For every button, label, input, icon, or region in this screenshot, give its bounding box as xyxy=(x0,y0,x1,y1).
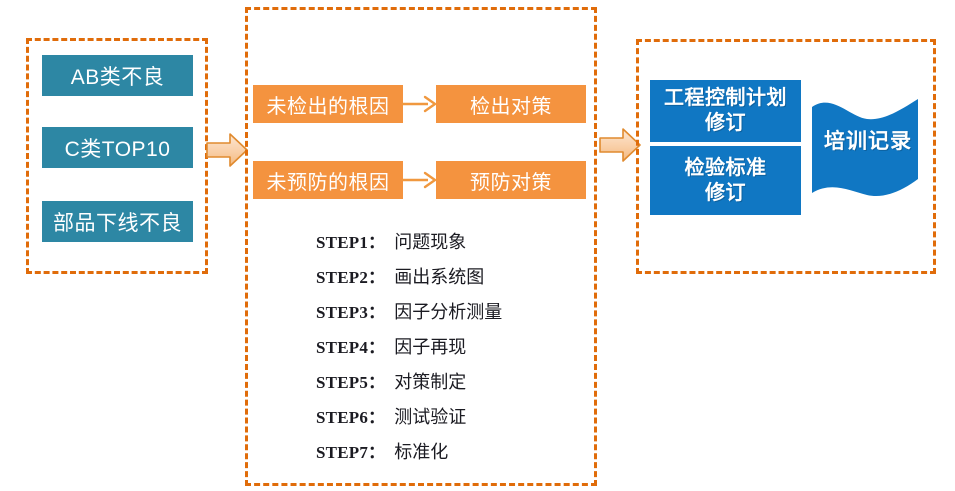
arrow-cause-to-detection-action xyxy=(401,93,437,115)
analysis-panel xyxy=(245,7,597,486)
step-value: 标准化 xyxy=(394,442,449,462)
step-value: 因子再现 xyxy=(394,337,467,357)
outputs-panel xyxy=(636,39,936,274)
step-key: STEP4： xyxy=(316,338,386,357)
step-item: STEP2： 画出系统图 xyxy=(316,263,576,298)
flag-banner-icon[interactable] xyxy=(810,97,920,203)
step-item: STEP5： 对策制定 xyxy=(316,368,576,403)
output-line-1: 检验标准 xyxy=(684,156,767,179)
step-item: STEP6： 测试验证 xyxy=(316,403,576,438)
input-box-ab-defect[interactable]: AB类不良 xyxy=(42,55,193,96)
step-key: STEP7： xyxy=(316,443,386,462)
output-line-2: 修订 xyxy=(705,112,746,134)
connector-arrow-analysis-to-outputs xyxy=(599,127,641,163)
step-item: STEP4： 因子再现 xyxy=(316,333,576,368)
input-box-c-top10[interactable]: C类TOP10 xyxy=(42,127,193,168)
step-list: STEP1： 问题现象 STEP2： 画出系统图 STEP3： 因子分析测量 S… xyxy=(316,228,576,473)
step-key: STEP2： xyxy=(316,268,386,287)
analysis-box-detection-countermeasure[interactable]: 检出对策 xyxy=(436,85,586,123)
step-key: STEP3： xyxy=(316,303,386,322)
step-value: 因子分析测量 xyxy=(394,302,503,322)
output-line-2: 修订 xyxy=(705,181,746,204)
step-value: 问题现象 xyxy=(394,232,467,252)
arrow-cause-to-prevention-action xyxy=(401,169,437,191)
step-value: 对策制定 xyxy=(394,372,467,392)
step-key: STEP5： xyxy=(316,373,386,392)
input-box-part-offline-defect[interactable]: 部品下线不良 xyxy=(42,201,193,242)
step-item: STEP1： 问题现象 xyxy=(316,228,576,263)
connector-arrow-inputs-to-analysis xyxy=(206,132,248,168)
output-box-control-plan-revision[interactable]: 工程控制计划 修订 xyxy=(650,80,801,142)
step-item: STEP7： 标准化 xyxy=(316,438,576,473)
analysis-box-undetected-root-cause[interactable]: 未检出的根因 xyxy=(253,85,403,123)
output-line-1: 工程控制计划 xyxy=(664,87,787,109)
step-value: 测试验证 xyxy=(394,407,467,427)
step-value: 画出系统图 xyxy=(394,267,485,287)
step-item: STEP3： 因子分析测量 xyxy=(316,298,576,333)
analysis-box-prevention-countermeasure[interactable]: 预防对策 xyxy=(436,161,586,199)
step-key: STEP1： xyxy=(316,233,386,252)
output-box-inspection-standard-revision[interactable]: 检验标准 修订 xyxy=(650,146,801,215)
analysis-box-unprevented-root-cause[interactable]: 未预防的根因 xyxy=(253,161,403,199)
step-key: STEP6： xyxy=(316,408,386,427)
